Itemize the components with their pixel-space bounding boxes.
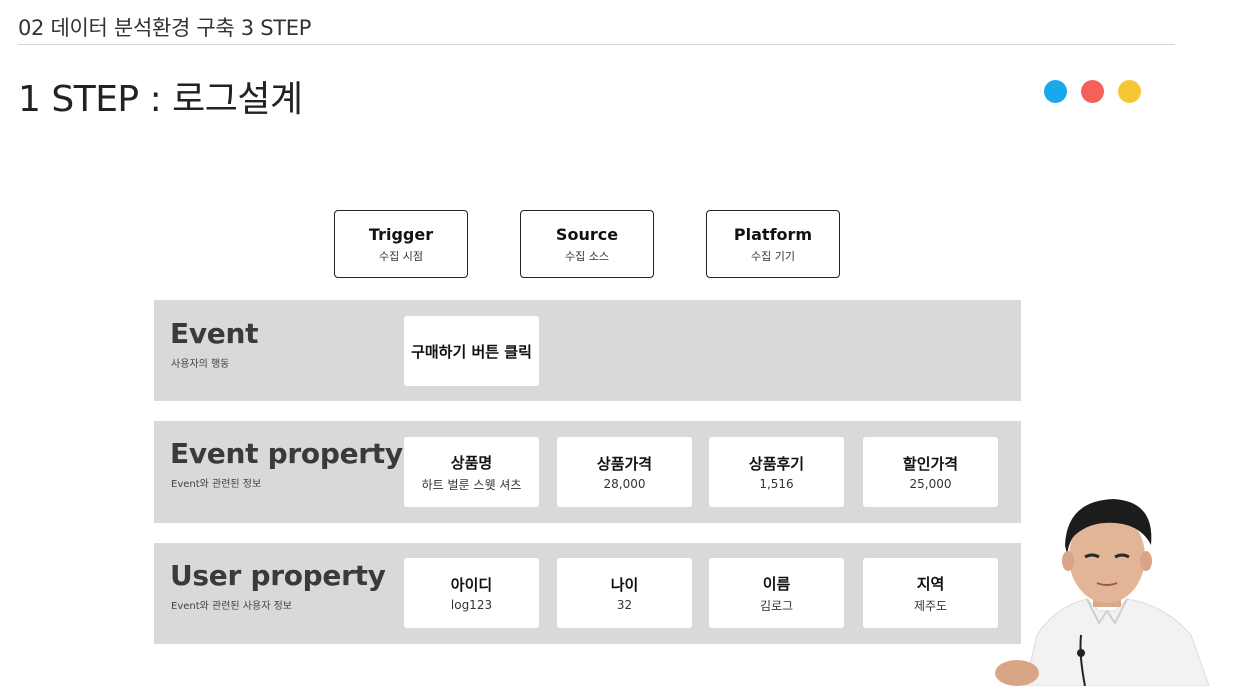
card-label: 상품후기 [748, 455, 805, 473]
decorative-dots [1044, 80, 1141, 103]
slide-title: 1 STEP : 로그설계 [18, 79, 303, 120]
source-title: Source [555, 224, 619, 244]
trigger-sub: 수집 시점 [379, 249, 423, 263]
card-value: log123 [450, 598, 493, 612]
event-property-band: Event property Event와 관련된 정보 상품명 하트 벌룬 스… [154, 421, 1021, 523]
event-band-title: Event [170, 317, 259, 350]
event-band-sub: 사용자의 행동 [171, 359, 230, 370]
platform-box: Platform 수집 기기 [706, 210, 840, 278]
card-label: 상품가격 [596, 455, 653, 473]
card-value: 1,516 [759, 477, 794, 491]
user-property-card: 지역 제주도 [863, 558, 998, 628]
event-card: 구매하기 버튼 클릭 [404, 316, 539, 386]
card-label: 이름 [762, 574, 791, 593]
card-value: 28,000 [603, 477, 646, 491]
event-property-band-sub: Event와 관련된 정보 [171, 479, 262, 490]
blue-dot [1044, 80, 1067, 103]
platform-sub: 수집 기기 [751, 249, 795, 263]
header-divider [18, 44, 1175, 45]
user-property-card: 아이디 log123 [404, 558, 539, 628]
event-property-card: 상품후기 1,516 [709, 437, 844, 507]
trigger-box: Trigger 수집 시점 [334, 210, 468, 278]
card-value: 32 [616, 598, 633, 612]
card-label: 할인가격 [902, 455, 959, 473]
user-property-band: User property Event와 관련된 사용자 정보 아이디 log1… [154, 543, 1021, 644]
source-sub: 수집 소스 [565, 249, 609, 263]
card-label: 아이디 [450, 576, 493, 594]
user-property-card: 나이 32 [557, 558, 692, 628]
user-property-band-title: User property [170, 559, 386, 592]
trigger-title: Trigger [368, 224, 434, 244]
card-value: 25,000 [909, 477, 952, 491]
section-header: 02 데이터 분석환경 구축 3 STEP [18, 16, 312, 40]
event-property-card: 상품명 하트 벌룬 스웻 셔츠 [404, 437, 539, 507]
card-label: 나이 [610, 576, 639, 594]
event-property-card: 상품가격 28,000 [557, 437, 692, 507]
source-box: Source 수집 소스 [520, 210, 654, 278]
user-property-band-sub: Event와 관련된 사용자 정보 [171, 601, 292, 612]
event-band: Event 사용자의 행동 구매하기 버튼 클릭 [154, 300, 1021, 401]
platform-title: Platform [733, 224, 813, 244]
card-label: 상품명 [450, 453, 493, 472]
card-label: 지역 [916, 574, 945, 593]
event-property-card: 할인가격 25,000 [863, 437, 998, 507]
event-property-band-title: Event property [170, 437, 403, 470]
card-value: 김로그 [759, 598, 794, 613]
card-value: 제주도 [913, 598, 948, 613]
red-dot [1081, 80, 1104, 103]
presenter-video [995, 499, 1210, 686]
yellow-dot [1118, 80, 1141, 103]
event-card-label: 구매하기 버튼 클릭 [411, 342, 532, 361]
user-property-card: 이름 김로그 [709, 558, 844, 628]
card-value: 하트 벌룬 스웻 셔츠 [421, 477, 522, 492]
